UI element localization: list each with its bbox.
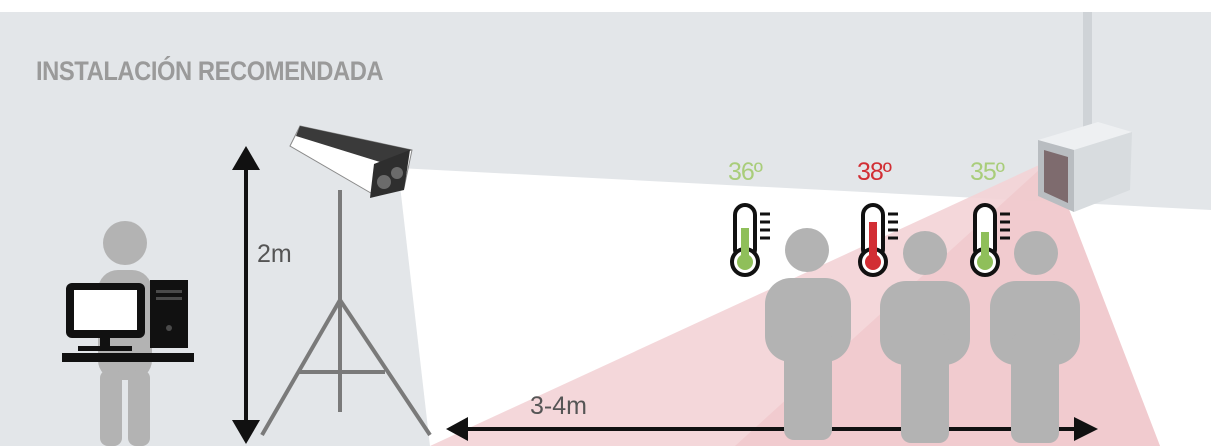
temperature-reading: 35º: [970, 158, 1004, 187]
diagram-title: INSTALACIÓN RECOMENDADA: [36, 56, 383, 87]
height-label: 2m: [257, 240, 292, 269]
temperature-reading: 36º: [728, 158, 762, 187]
ceiling-pole: [1083, 12, 1092, 130]
distance-label: 3-4m: [530, 392, 587, 421]
top-border: [0, 0, 1211, 12]
temperature-reading: 38º: [857, 158, 891, 187]
